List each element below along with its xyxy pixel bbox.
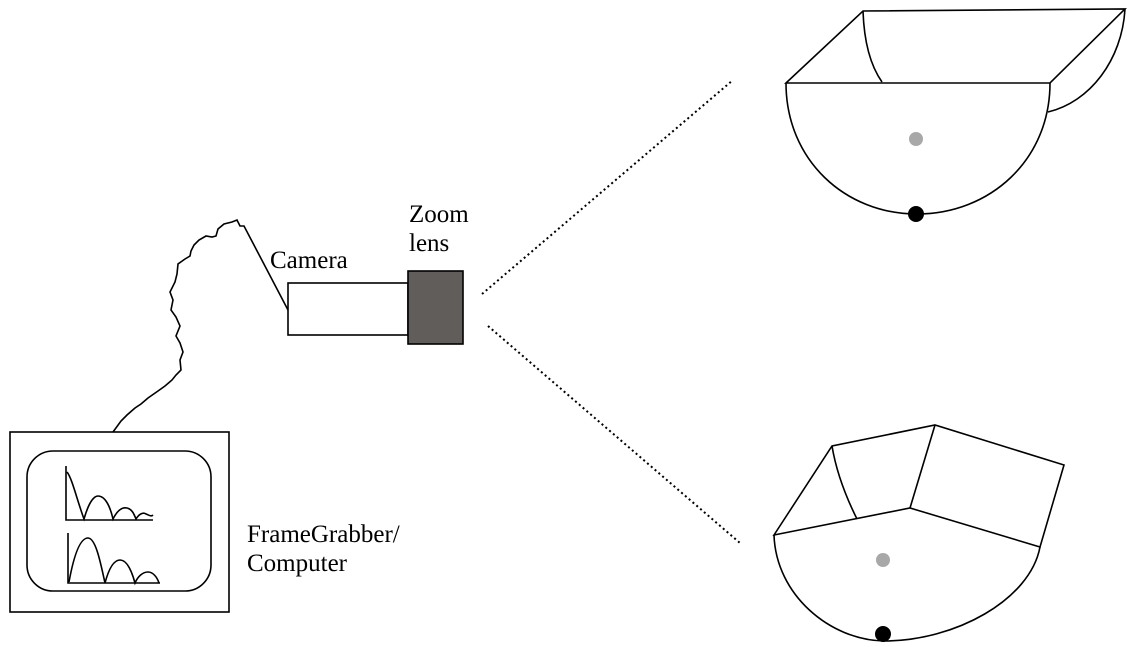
framegrabber-computer [9,431,230,613]
ball-center-marker [876,553,890,567]
ball-contact-marker [908,206,924,222]
computer-box [9,431,230,613]
zoom-lens-label-line1: Zoom [409,201,469,228]
ball-center-marker [909,132,923,146]
framegrabber-label-line2: Computer [247,550,347,577]
sight-line-upper [481,79,734,295]
monitor-screen [26,450,212,592]
ball-contact-marker [875,626,891,642]
zoom-lens-label-line2: lens [409,230,450,257]
screen-waveform-bottom [67,533,160,586]
camera-label: Camera [270,247,348,274]
cup-view-upper [783,8,1127,222]
zoom-lens [407,270,464,345]
cup-view-lower [772,424,1065,642]
framegrabber-label-line1: FrameGrabber/ [247,521,400,548]
sight-line-lower [487,325,741,544]
screen-waveform-top [65,466,154,522]
camera-cable [112,218,289,433]
camera-body [287,282,409,336]
